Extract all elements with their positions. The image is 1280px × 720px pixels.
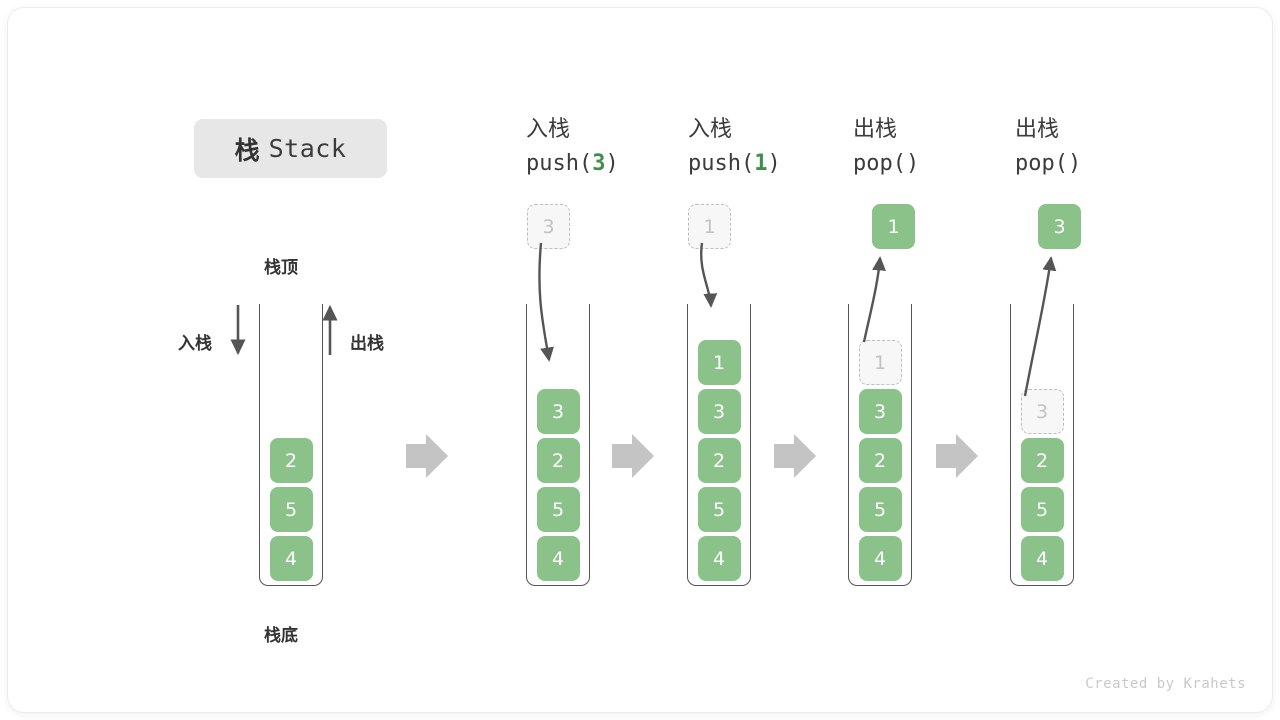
stack-cells-step-1: 4 5 2 3 bbox=[526, 385, 590, 581]
step-code-label: push(3) bbox=[526, 151, 619, 176]
step-separator-arrow-4 bbox=[936, 434, 978, 478]
stack-container-walls bbox=[259, 304, 323, 586]
step-header-3: 出栈 pop() bbox=[853, 113, 1023, 181]
stack-cells-step-2: 4 5 2 3 1 bbox=[687, 336, 751, 581]
stack-cell: 5 bbox=[1020, 487, 1064, 532]
step-op-label: 出栈 bbox=[853, 117, 898, 142]
stack-container-walls bbox=[848, 304, 912, 586]
stack-cell: 4 bbox=[858, 536, 902, 581]
stack-container-walls bbox=[526, 304, 590, 586]
stack-initial: 4 5 2 bbox=[259, 304, 323, 586]
stack-cell: 2 bbox=[1020, 438, 1064, 483]
stack-cell: 3 bbox=[697, 389, 741, 434]
step-code-label: pop() bbox=[1015, 151, 1082, 176]
attribution-footer: Created by Krahets bbox=[1085, 676, 1246, 692]
stack-cells-initial: 4 5 2 bbox=[259, 434, 323, 581]
stack-cell: 4 bbox=[269, 536, 313, 581]
stack-cell: 3 bbox=[858, 389, 902, 434]
stack-top-label: 栈顶 bbox=[264, 258, 298, 278]
stack-cell: 3 bbox=[536, 389, 580, 434]
step-code-arg: 1 bbox=[754, 151, 768, 176]
stack-cell: 5 bbox=[536, 487, 580, 532]
step-header-4: 出栈 pop() bbox=[1015, 113, 1185, 181]
step-op-label: 入栈 bbox=[688, 117, 733, 142]
stack-cell: 4 bbox=[536, 536, 580, 581]
pop-side-label: 出栈 bbox=[350, 334, 384, 354]
stack-cell: 2 bbox=[697, 438, 741, 483]
step-code-arg: 3 bbox=[592, 151, 606, 176]
stack-cell: 2 bbox=[269, 438, 313, 483]
stack-step-4: 4 5 2 3 bbox=[1010, 304, 1074, 586]
popped-value-box-4: 3 bbox=[1038, 204, 1081, 249]
push-side-label: 入栈 bbox=[178, 334, 212, 354]
stack-cell: 5 bbox=[858, 487, 902, 532]
step-code-label: pop() bbox=[853, 151, 920, 176]
stack-bottom-label: 栈底 bbox=[264, 626, 298, 646]
pending-push-box-1: 3 bbox=[527, 204, 570, 249]
stack-step-3: 4 5 2 3 1 bbox=[848, 304, 912, 586]
step-header-2: 入栈 push(1) bbox=[688, 113, 858, 181]
stack-cell: 2 bbox=[858, 438, 902, 483]
step-header-1: 入栈 push(3) bbox=[526, 113, 696, 181]
diagram-card: 栈 Stack 栈顶 栈底 入栈 出栈 4 5 2 入栈 push(3) 3 4… bbox=[8, 8, 1272, 712]
stack-cell: 2 bbox=[536, 438, 580, 483]
stack-cells-step-4: 4 5 2 3 bbox=[1010, 385, 1074, 581]
stack-cell: 1 bbox=[697, 340, 741, 385]
stack-cell: 4 bbox=[697, 536, 741, 581]
stack-cell-ghost: 3 bbox=[1020, 389, 1064, 434]
step-code-label: push(1) bbox=[688, 151, 781, 176]
stack-step-1: 4 5 2 3 bbox=[526, 304, 590, 586]
push-motion-arrow-2 bbox=[700, 242, 718, 308]
step-separator-arrow-1 bbox=[406, 434, 448, 478]
pending-push-box-2: 1 bbox=[688, 204, 731, 249]
stack-container-walls bbox=[1010, 304, 1074, 586]
stack-cells-step-3: 4 5 2 3 1 bbox=[848, 336, 912, 581]
stack-cell: 5 bbox=[269, 487, 313, 532]
stack-step-2: 4 5 2 3 1 bbox=[687, 304, 751, 586]
step-op-label: 入栈 bbox=[526, 117, 571, 142]
stack-cell: 4 bbox=[1020, 536, 1064, 581]
stack-cell-ghost: 1 bbox=[858, 340, 902, 385]
page-title-en: Stack bbox=[268, 134, 347, 163]
step-op-label: 出栈 bbox=[1015, 117, 1060, 142]
popped-value-box-3: 1 bbox=[872, 204, 915, 249]
step-separator-arrow-2 bbox=[612, 434, 654, 478]
stack-container-walls bbox=[687, 304, 751, 586]
stack-cell: 5 bbox=[697, 487, 741, 532]
step-separator-arrow-3 bbox=[774, 434, 816, 478]
diagram-title-badge: 栈 Stack bbox=[194, 119, 387, 178]
page-title-cn: 栈 bbox=[234, 135, 260, 165]
